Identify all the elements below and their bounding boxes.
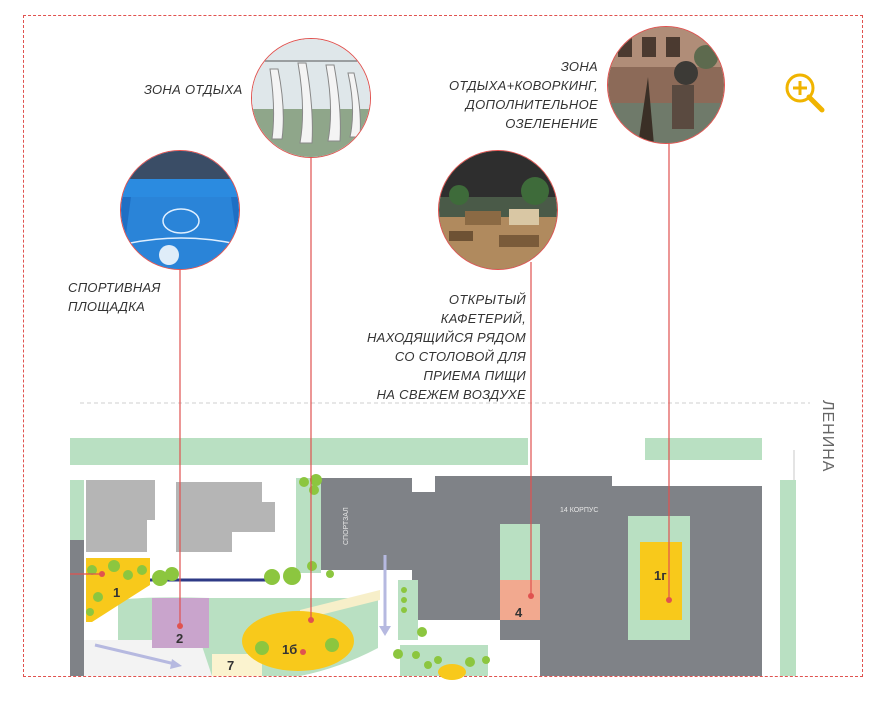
label-cowork: ЗОНА ОТДЫХА+КОВОРКИНГ, ДОПОЛНИТЕЛЬНОЕ ОЗ… <box>448 59 598 131</box>
zone-7-area <box>212 654 262 676</box>
photo-cowork[interactable] <box>607 26 725 144</box>
street-name: ЛЕНИНА <box>819 400 836 473</box>
path-diag <box>300 590 380 620</box>
green-strip-top-right <box>645 438 762 460</box>
zone-1g-area <box>640 542 682 620</box>
cafe-image <box>439 151 557 269</box>
green-strip-right <box>780 480 796 676</box>
zone-7-label: 7 <box>227 658 234 673</box>
zone-small-yellow <box>438 664 466 680</box>
zone-1b-label: 1б <box>282 642 297 657</box>
sport-court-image <box>121 151 239 269</box>
green-bottom-mid <box>400 645 488 676</box>
zone-4-area <box>500 580 540 620</box>
green-strip-mid <box>398 580 418 640</box>
building-grey-1 <box>86 480 155 552</box>
label-sport: СПОРТИВНАЯ ПЛОЩАДКА <box>68 280 161 314</box>
zone-1b-area <box>242 611 354 671</box>
zoom-in-icon[interactable] <box>782 70 830 123</box>
label-rest: ЗОНА ОТДЫХА <box>144 82 243 97</box>
building-left-edge <box>70 540 84 676</box>
cowork-image <box>608 27 724 143</box>
zoom-in-glyph <box>785 73 825 113</box>
building-grey-2 <box>176 482 275 552</box>
connector-dots <box>99 571 672 655</box>
green-strip-top <box>70 438 528 465</box>
photo-rest[interactable] <box>251 38 371 158</box>
label-cafe: ОТКРЫТЫЙ КАФЕТЕРИЙ, НАХОДЯЩИЙСЯ РЯДОМ СО… <box>366 292 526 402</box>
corpus-label: 14 КОРПУС <box>560 507 598 514</box>
zone-2-label: 2 <box>176 631 183 646</box>
zone-4-label: 4 <box>515 605 523 620</box>
arrows <box>94 555 387 666</box>
connector-lines <box>70 140 670 626</box>
trees <box>86 474 490 669</box>
photo-sport[interactable] <box>120 150 240 270</box>
gym-label: СПОРТЗАЛ <box>343 507 350 545</box>
rest-zone-image <box>252 39 370 157</box>
zone-1g-label: 1г <box>654 568 667 583</box>
photo-cafe[interactable] <box>438 150 558 270</box>
zone-1-label: 1 <box>113 585 120 600</box>
green-cafe <box>500 524 540 580</box>
